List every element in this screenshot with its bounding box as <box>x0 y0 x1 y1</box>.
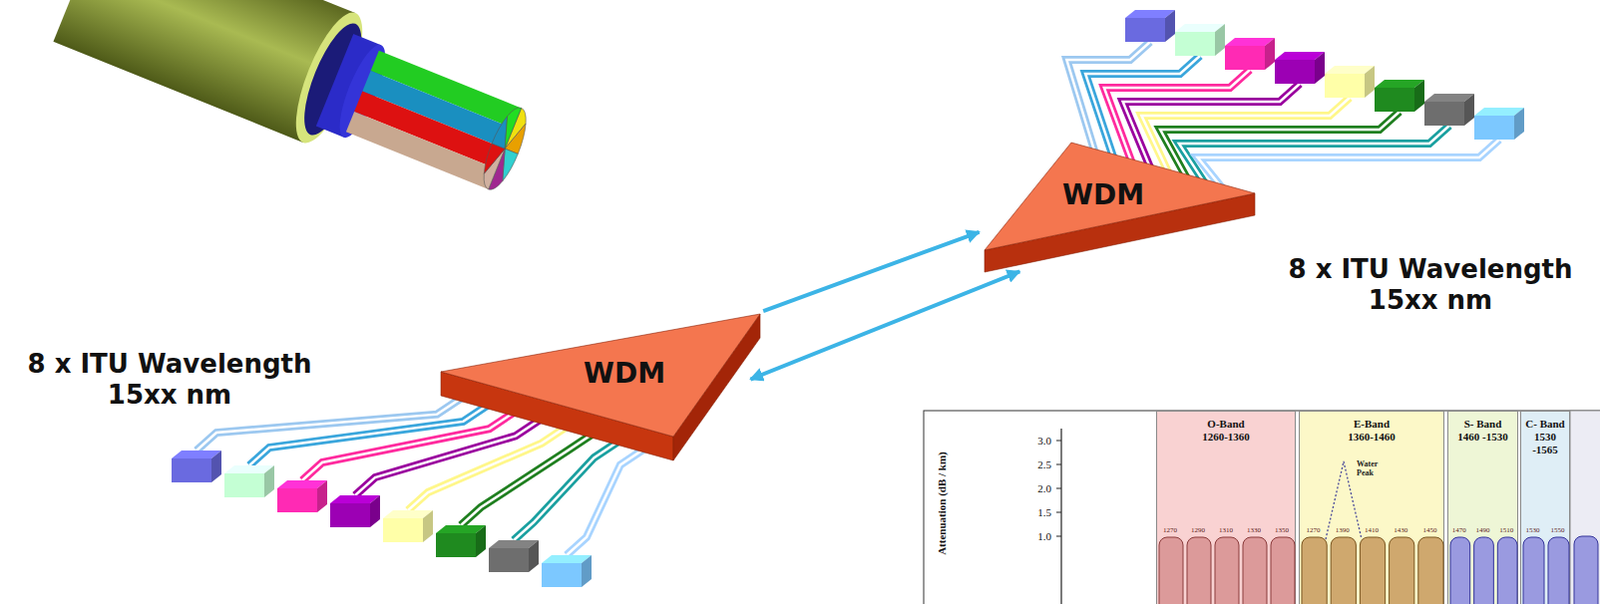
channel-number: 1310 <box>1217 527 1234 535</box>
tick-label: 2.5 <box>1037 458 1052 471</box>
wavelength-label: 8 x ITU Wavelength 15xx nm <box>1270 254 1591 317</box>
channel-number: 1290 <box>1190 527 1206 535</box>
band-name: 1460 -1530 <box>1448 430 1518 444</box>
channel-number: 1410 <box>1363 527 1380 535</box>
wavelength-band: E-Band1360-1460 <box>1298 410 1445 604</box>
band-name: 1360-1460 <box>1299 430 1444 444</box>
band-name: 1530 -1565 <box>1521 430 1570 457</box>
channel-number: 1350 <box>1273 527 1290 535</box>
axis-title: Attenuation (dB / km) <box>935 451 948 556</box>
channel-number: 1550 <box>1550 527 1567 535</box>
tick-label: 3.0 <box>1037 434 1052 447</box>
tick-label: 1.0 <box>1037 530 1052 543</box>
channel-number: 1430 <box>1392 527 1409 535</box>
tick-label: 1.5 <box>1037 506 1052 519</box>
band-name: 1260-1360 <box>1157 430 1295 444</box>
band-name: O-Band <box>1157 417 1295 431</box>
tick-label: 2.0 <box>1037 482 1052 495</box>
channel-number: 1490 <box>1475 527 1492 535</box>
wavelength-band: O-Band1260-1360 <box>1156 410 1296 604</box>
fiber-link <box>750 271 1020 380</box>
attenuation-chart <box>923 410 1600 604</box>
fiber-cable <box>52 0 544 219</box>
channel-number: 1510 <box>1498 527 1515 535</box>
band-name: S- Band <box>1448 417 1518 431</box>
wavelength-band: C- Band1530 -1565 <box>1520 410 1571 604</box>
channel-number: 1390 <box>1334 527 1351 535</box>
wavelength-label: 8 x ITU Wavelength 15xx nm <box>9 349 330 411</box>
band-name: C- Band <box>1521 417 1570 431</box>
wavelength-band: S- Band1460 -1530 <box>1447 410 1519 604</box>
wdm-multiplexer: WDM <box>984 142 1255 275</box>
wdm-multiplexer: WDM <box>440 314 761 463</box>
band-name: E-Band <box>1299 417 1444 431</box>
channel-number: 1270 <box>1305 527 1322 535</box>
device-name: WDM <box>583 359 666 391</box>
annotation: Water Peak <box>1356 460 1393 479</box>
channel-number: 1470 <box>1451 527 1468 535</box>
channel-number: 1530 <box>1525 527 1542 535</box>
device-name: WDM <box>1062 180 1145 212</box>
channel-number: 1270 <box>1162 527 1179 535</box>
channel-number: 1330 <box>1245 527 1262 535</box>
channel-number: 1450 <box>1421 527 1438 535</box>
